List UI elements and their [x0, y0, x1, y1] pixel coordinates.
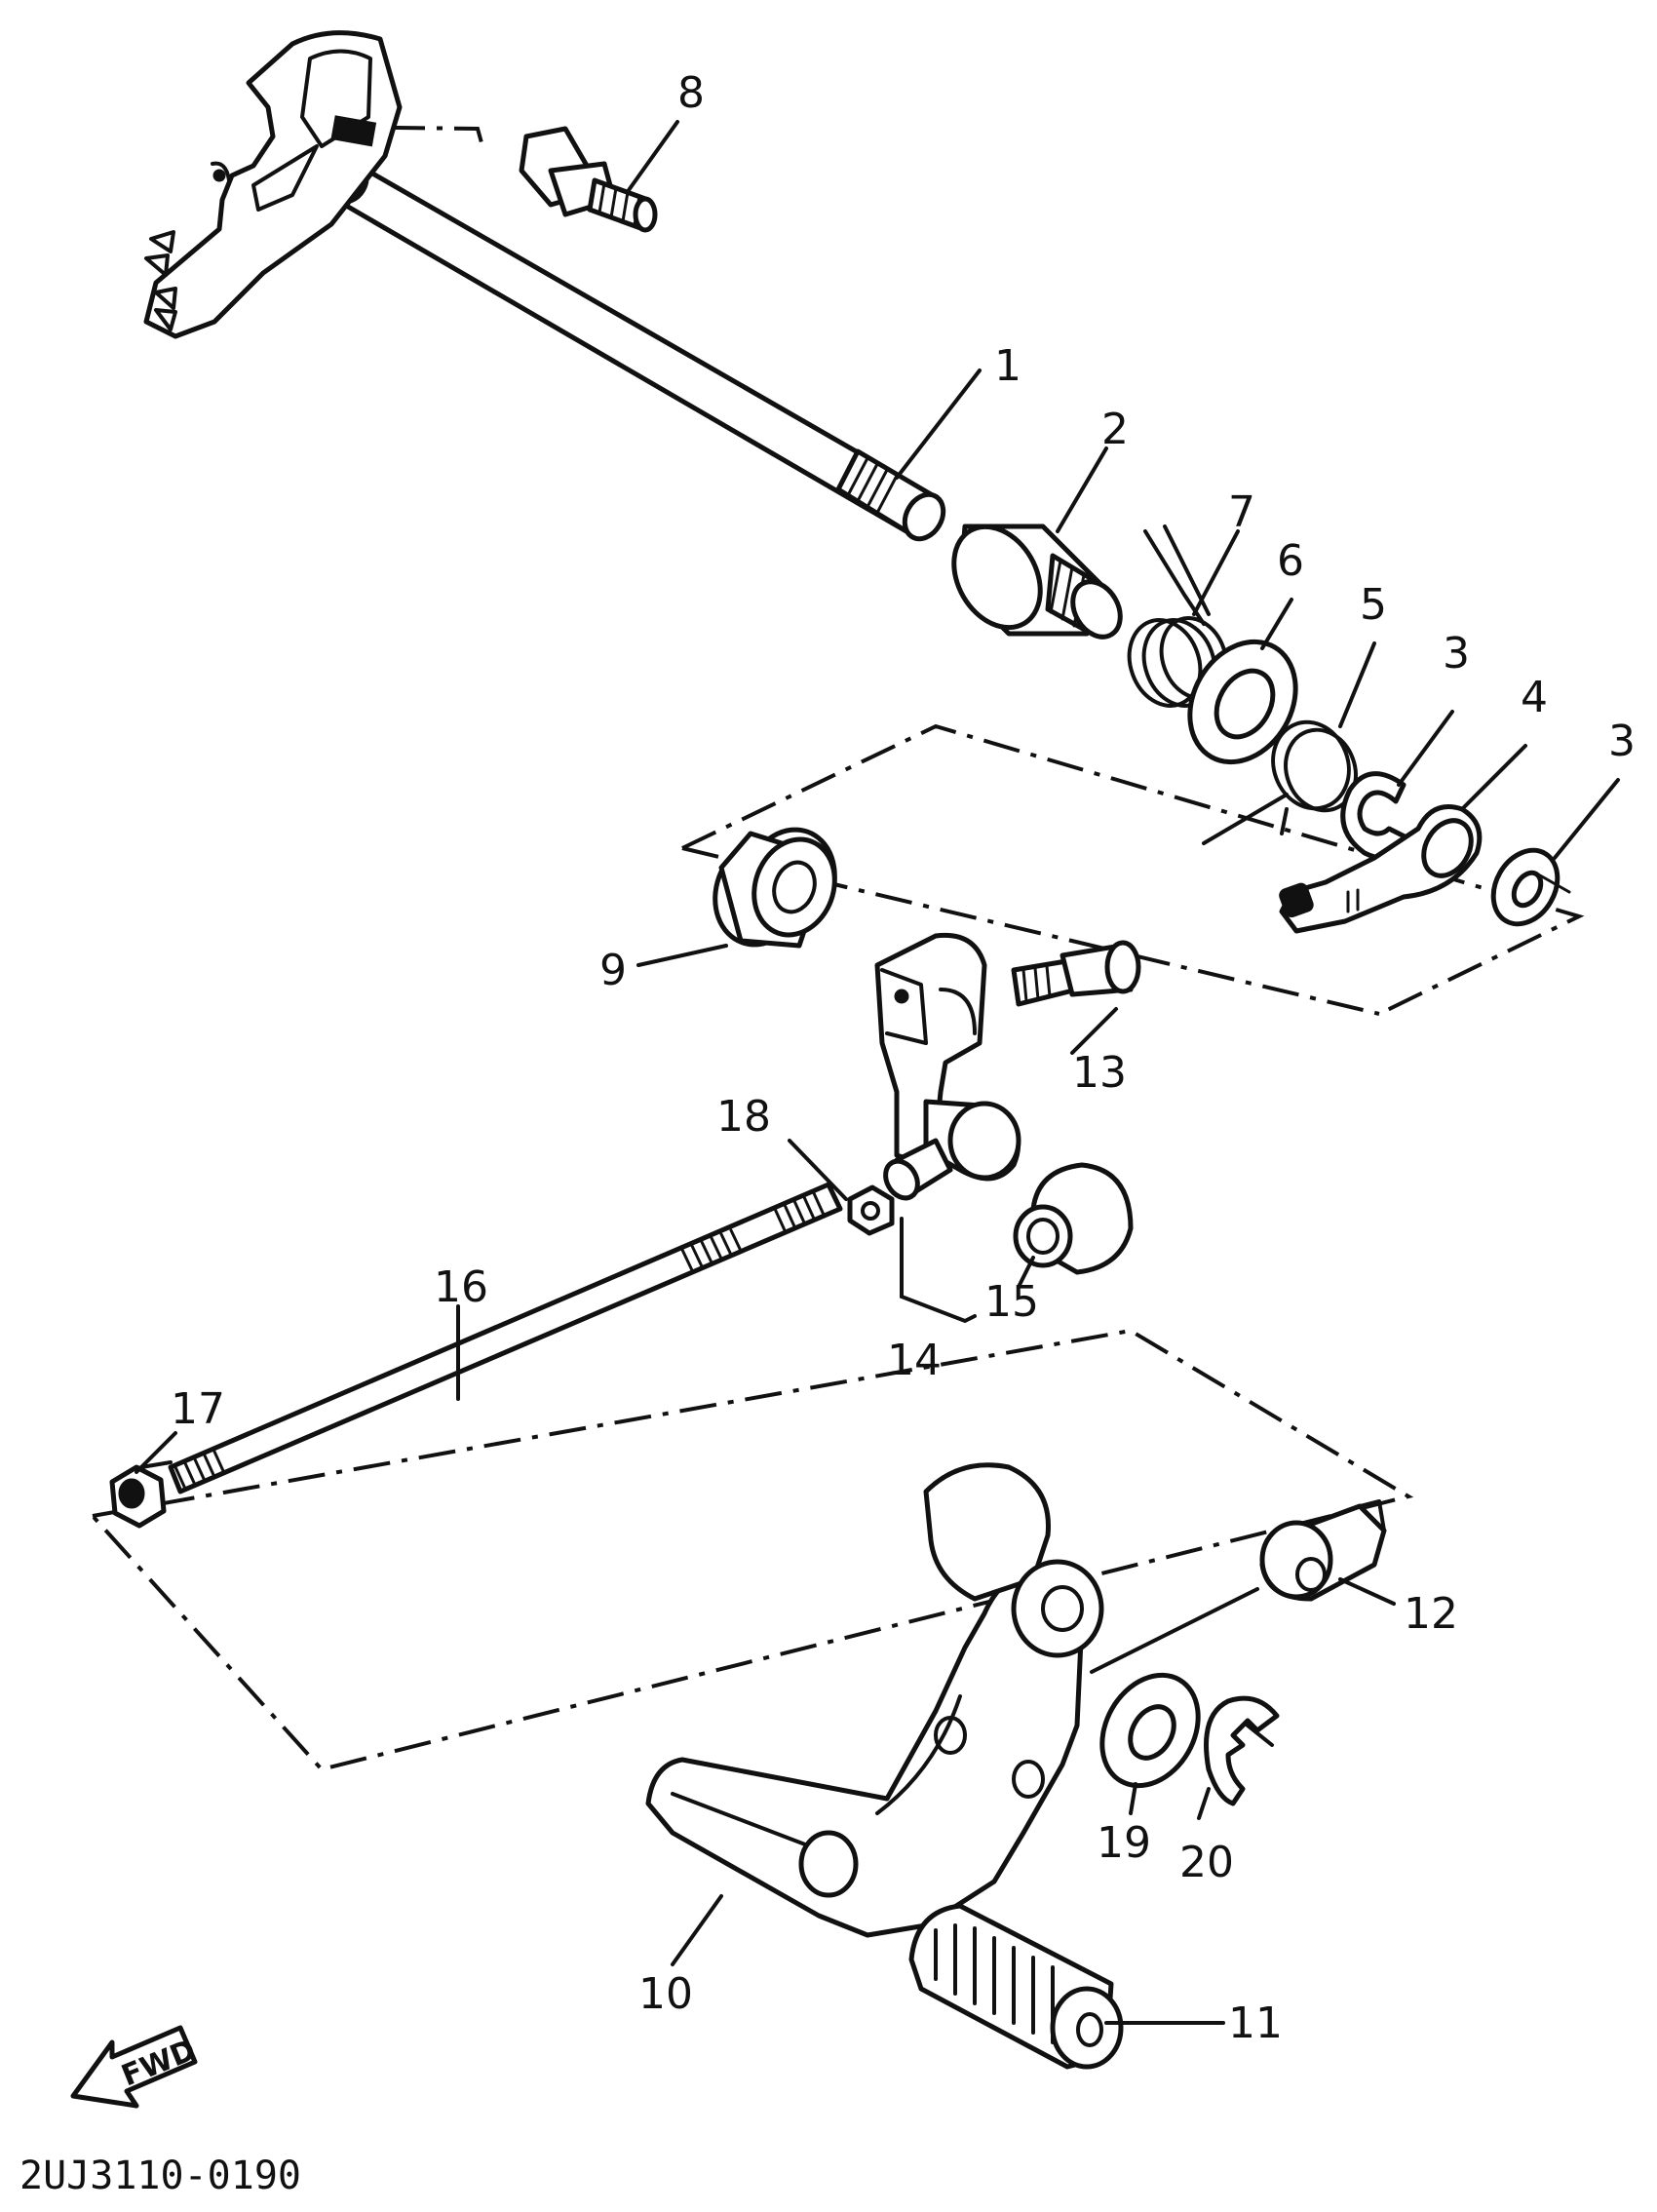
stopper-bolt-part	[519, 126, 658, 233]
rod-end-joint-part	[1259, 1499, 1387, 1602]
callout-8: 8	[677, 68, 705, 118]
callout-3b: 3	[1608, 717, 1636, 766]
callout-1: 1	[994, 341, 1021, 391]
shift-pedal-part	[645, 1462, 1104, 1938]
callout-3a: 3	[1443, 629, 1470, 679]
callout-19: 19	[1097, 1818, 1151, 1868]
bolt-part-13	[1011, 940, 1141, 1007]
return-spring-part	[1202, 719, 1358, 845]
callout-7: 7	[1228, 487, 1255, 537]
circlip-part-3b	[1490, 847, 1571, 927]
callout-13: 13	[1072, 1048, 1127, 1098]
callout-18: 18	[716, 1092, 771, 1142]
assembly-boundary-lower	[91, 1328, 1414, 1772]
e-clip-part	[1204, 1695, 1280, 1806]
drawing-code: 2UJ3110-0190	[19, 2154, 301, 2198]
shift-lever-arm-part	[874, 932, 1021, 1201]
assembly-boundary-middle	[681, 723, 1585, 1016]
leader-lines	[135, 120, 1620, 2025]
nut-part-18	[847, 1184, 895, 1236]
callout-20: 20	[1179, 1838, 1234, 1887]
collar-part	[951, 524, 1123, 640]
washer-part-6	[1187, 639, 1298, 765]
footpeg-rubber-part	[908, 1903, 1124, 2070]
callout-16: 16	[434, 1262, 488, 1312]
oil-seal-part	[713, 827, 837, 949]
washer-part-19	[1099, 1672, 1201, 1789]
callout-9: 9	[599, 946, 627, 995]
callout-10: 10	[638, 1969, 693, 2019]
callout-labels: 1 2 3 3 4 5 6 7 8 9 10 11 12 13 14 15 16…	[171, 68, 1636, 2048]
forward-direction-arrow-icon: FWD	[70, 2025, 201, 2109]
callout-5: 5	[1360, 580, 1387, 630]
callout-4: 4	[1521, 673, 1548, 722]
callout-6: 6	[1277, 536, 1304, 586]
callout-15: 15	[984, 1277, 1039, 1327]
shift-arm-part	[1279, 804, 1483, 934]
callout-14: 14	[887, 1336, 942, 1385]
callout-17: 17	[171, 1384, 225, 1434]
callout-12: 12	[1404, 1589, 1458, 1639]
ball-joint-cap-part	[1013, 1162, 1134, 1275]
shift-shaft-part	[143, 30, 946, 542]
callout-11: 11	[1228, 1999, 1283, 2048]
callout-2: 2	[1101, 405, 1129, 454]
nut-part-17	[109, 1464, 167, 1529]
shift-rod-part	[168, 1182, 843, 1494]
